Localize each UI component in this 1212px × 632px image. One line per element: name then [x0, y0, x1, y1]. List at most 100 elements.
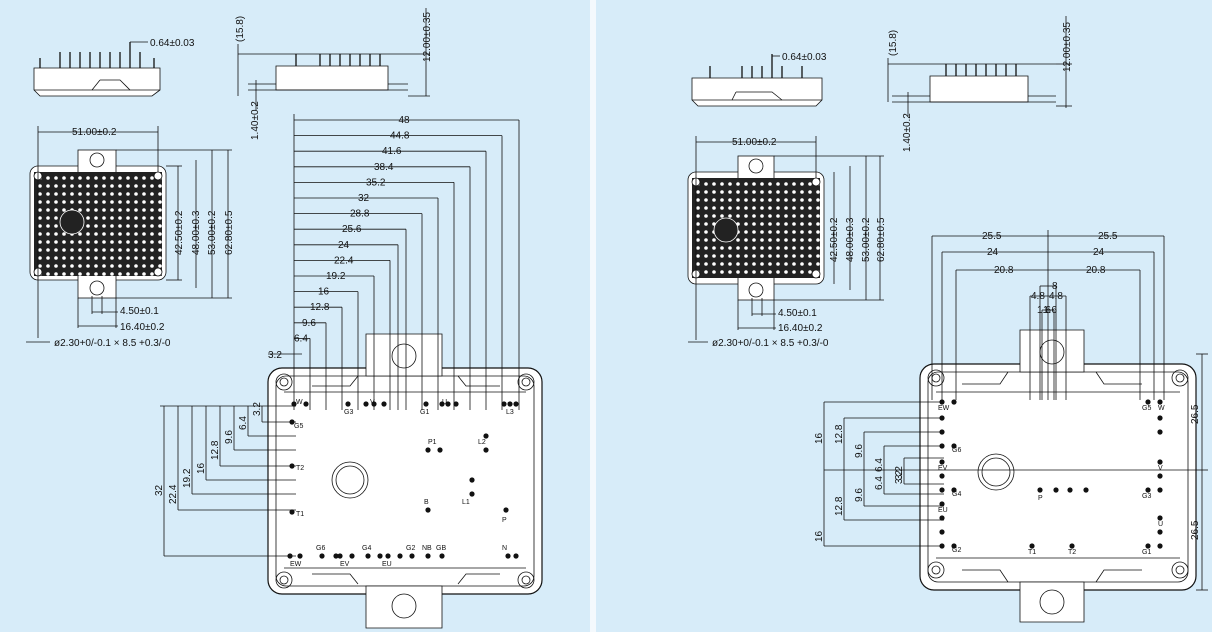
- pin-p: P: [502, 517, 507, 524]
- pin-dot: [768, 214, 772, 218]
- pin-dot: [736, 262, 740, 266]
- pin-dot: [62, 184, 66, 188]
- drawing-panel-right: 0.64±0.03 (15.8) 12.00±0.35 1.40±0.2: [596, 0, 1212, 632]
- pin-dot: [118, 176, 122, 180]
- pin-dot: [720, 182, 724, 186]
- pin-dot: [744, 182, 748, 186]
- pin-dot: [86, 232, 90, 236]
- pin-dot: [808, 254, 812, 258]
- pin-dot: [776, 214, 780, 218]
- pin-dot: [1157, 415, 1163, 421]
- pin-dot: [134, 176, 138, 180]
- pin-dot: [289, 509, 295, 515]
- pin-dot: [102, 240, 106, 244]
- pin-dot: [70, 176, 74, 180]
- pin-t1: T1: [296, 511, 304, 518]
- pin-u: U: [1158, 521, 1163, 528]
- pin-dot: [54, 224, 58, 228]
- pin-dot: [792, 206, 796, 210]
- pin-dot: [704, 214, 708, 218]
- pin-dot: [712, 214, 716, 218]
- pin-dot: [126, 184, 130, 188]
- side-view-left: 0.64±0.03: [33, 38, 195, 97]
- pin-dot: [776, 254, 780, 258]
- pin-dot: [816, 190, 820, 194]
- pin-dot: [808, 270, 812, 274]
- pin-dot: [1029, 543, 1035, 549]
- top-dim-label: 24: [338, 240, 350, 251]
- pin-dot: [939, 487, 945, 493]
- pin-dot: [70, 248, 74, 252]
- pin-dot: [54, 200, 58, 204]
- side-view-left: 0.64±0.03: [691, 52, 827, 107]
- pin-dot: [94, 200, 98, 204]
- pin-dot: [720, 262, 724, 266]
- pin-dot: [469, 491, 475, 497]
- pin-g2: G2: [952, 547, 961, 554]
- pin-g3: G3: [1142, 493, 1151, 500]
- pin-dot: [371, 401, 377, 407]
- pin-dot: [784, 222, 788, 226]
- pin-dot: [939, 443, 945, 449]
- pin-dot: [38, 224, 42, 228]
- pin-dot: [126, 208, 130, 212]
- dim-62: 62.80±0.5: [876, 217, 887, 262]
- pin-dot: [158, 232, 162, 236]
- pin-dot: [808, 182, 812, 186]
- pin-dot: [752, 270, 756, 274]
- left-dim-label: 9.6: [854, 444, 865, 458]
- pin-dot: [776, 222, 780, 226]
- pin-g1: G1: [1142, 549, 1151, 556]
- pin-dot: [939, 459, 945, 465]
- pin-dot: [728, 198, 732, 202]
- pin-dot: [776, 246, 780, 250]
- pin-dot: [704, 206, 708, 210]
- pin-dot: [1069, 543, 1075, 549]
- pin-dot: [728, 254, 732, 258]
- height-bracket-dim: (15.8): [235, 16, 246, 42]
- top-dim-label: 25.5: [1098, 231, 1118, 242]
- pin-dot: [62, 176, 66, 180]
- pin-dot: [289, 463, 295, 469]
- pin-dot: [760, 198, 764, 202]
- pin-dot: [792, 262, 796, 266]
- height-dim: 12.00±0.35: [1062, 22, 1073, 72]
- pin-dot: [736, 254, 740, 258]
- pin-dot: [110, 184, 114, 188]
- pin-dot: [752, 254, 756, 258]
- pin-dot: [110, 224, 114, 228]
- pin-dot: [297, 553, 303, 559]
- pin-dot: [1145, 543, 1151, 549]
- pin-dot: [78, 272, 82, 276]
- pin-dot: [126, 216, 130, 220]
- pin-dot: [696, 254, 700, 258]
- pin-v: V: [1158, 465, 1163, 472]
- pin-dot: [760, 270, 764, 274]
- pin-dot: [102, 248, 106, 252]
- pin-dot: [1145, 487, 1151, 493]
- pin-dot: [1145, 399, 1151, 405]
- pin-dot: [712, 246, 716, 250]
- pin-dot: [38, 208, 42, 212]
- pin-dot: [704, 230, 708, 234]
- pin-dot: [760, 222, 764, 226]
- pin-dot: [46, 192, 50, 196]
- pin-dot: [118, 216, 122, 220]
- pin-dot: [110, 200, 114, 204]
- pin-dot: [54, 240, 58, 244]
- pin-dot: [768, 222, 772, 226]
- pin-dot: [134, 272, 138, 276]
- right-dim-label: 26.5: [1190, 404, 1201, 424]
- pin-g2: G2: [406, 545, 415, 552]
- pin-dot: [768, 182, 772, 186]
- pin-dot: [425, 447, 431, 453]
- pin-dot: [696, 198, 700, 202]
- pin-dot: [784, 206, 788, 210]
- pin-gb: GB: [436, 545, 446, 552]
- pin-dot: [118, 232, 122, 236]
- pin-dot: [800, 182, 804, 186]
- top-dim-label: 25.5: [982, 231, 1002, 242]
- pin-b: B: [424, 499, 429, 506]
- pin-dot: [800, 246, 804, 250]
- pin-dot: [784, 254, 788, 258]
